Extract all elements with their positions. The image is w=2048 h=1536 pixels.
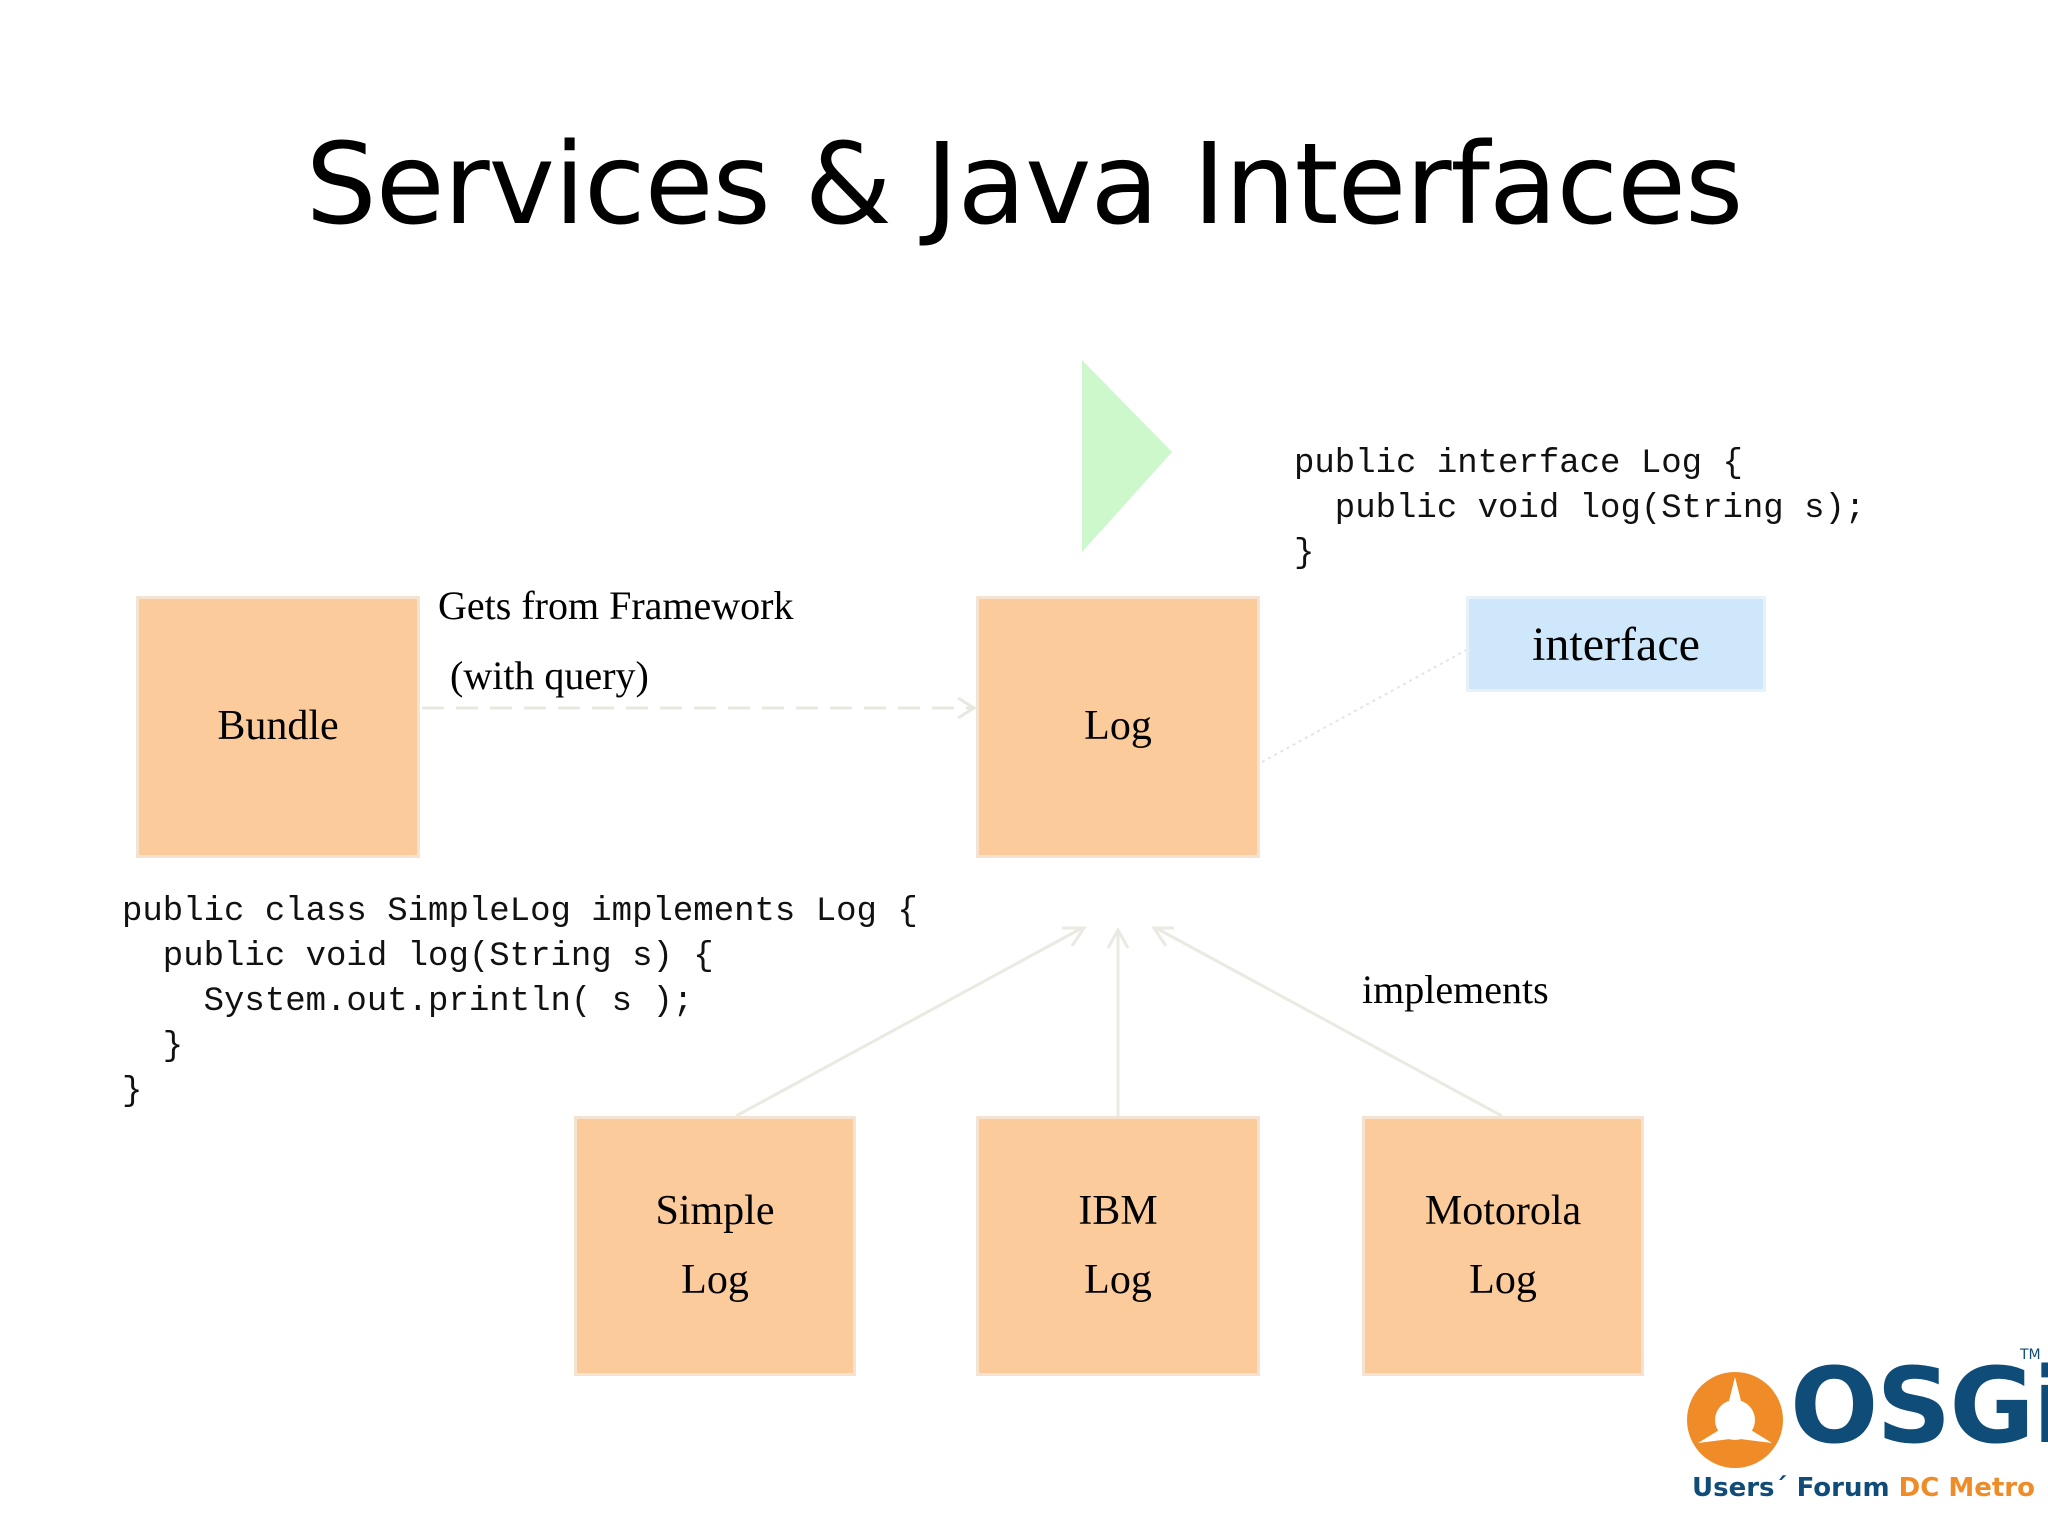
trademark-mark: TM bbox=[2020, 1347, 2041, 1363]
interface-label: interface bbox=[1532, 617, 1700, 671]
slide-title: Services & Java Interfaces bbox=[305, 120, 1744, 250]
ibm-log-line1: IBM bbox=[1078, 1187, 1158, 1234]
log-interface-box: Log bbox=[976, 596, 1260, 858]
ibm-log-box: IBM Log bbox=[976, 1116, 1260, 1376]
gets-from-framework-label: Gets from Framework bbox=[438, 583, 794, 628]
simple-implements-arrow bbox=[735, 926, 1083, 1118]
interface-callout: interface bbox=[1466, 596, 1766, 692]
osgi-emblem-icon bbox=[1687, 1372, 1783, 1468]
motorola-log-line2: Log bbox=[1469, 1257, 1537, 1303]
simple-arrowhead bbox=[1062, 926, 1087, 947]
simple-log-line1: Simple bbox=[655, 1187, 775, 1234]
green-triangle-shape bbox=[1082, 360, 1172, 552]
log-label: Log bbox=[1084, 703, 1152, 750]
logo-sub-dc-metro: DC Metro bbox=[1898, 1473, 2035, 1503]
motorola-log-box: Motorola Log bbox=[1362, 1116, 1644, 1376]
motorola-implements-arrow bbox=[1155, 926, 1503, 1118]
motorola-log-line1: Motorola bbox=[1424, 1187, 1582, 1234]
osgi-logo: OSGi TM Users´ Forum DC Metro bbox=[1680, 1345, 2048, 1515]
interface-code-block: public interface Log { public void log(S… bbox=[1294, 445, 1866, 573]
simple-log-line2: Log bbox=[681, 1257, 749, 1303]
gets-from-arrowhead bbox=[957, 696, 977, 720]
simple-log-box: Simple Log bbox=[574, 1116, 856, 1376]
ibm-log-line2: Log bbox=[1084, 1257, 1152, 1303]
ibm-arrowhead bbox=[1106, 926, 1130, 949]
osgi-wordmark: OSGi bbox=[1790, 1345, 2048, 1467]
logo-sub-users-forum: Users´ Forum bbox=[1692, 1473, 1890, 1503]
bundle-box: Bundle bbox=[136, 596, 420, 858]
class-code-block: public class SimpleLog implements Log { … bbox=[122, 893, 918, 1111]
interface-link-line bbox=[1261, 647, 1471, 763]
logo-subtitle: Users´ Forum DC Metro bbox=[1692, 1473, 2035, 1503]
motorola-arrowhead bbox=[1151, 926, 1174, 947]
bundle-label: Bundle bbox=[217, 703, 339, 750]
implements-label: implements bbox=[1362, 967, 1549, 1012]
with-query-label: (with query) bbox=[450, 653, 649, 698]
